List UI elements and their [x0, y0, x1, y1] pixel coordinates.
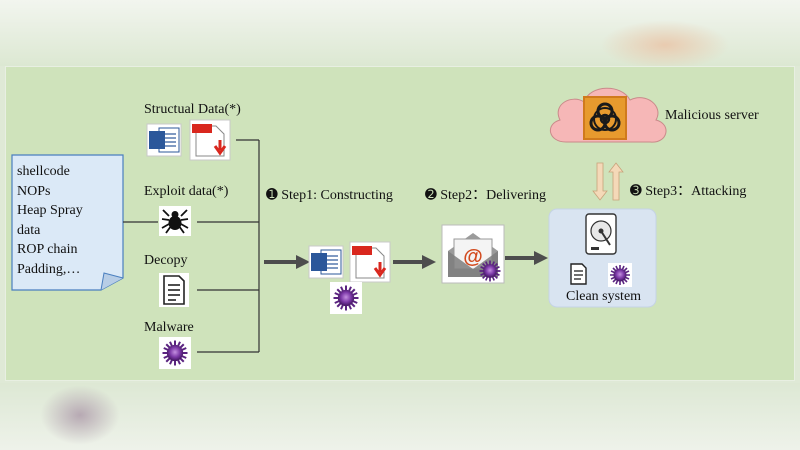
step2-text: Step2：Delivering [440, 188, 546, 203]
component-bracket [197, 139, 260, 353]
step2-number: ➋ [425, 187, 437, 203]
diagram-panel [5, 66, 795, 381]
constructed-word-icon [308, 245, 344, 279]
payload-line: ROP chain [17, 242, 78, 257]
background-blur-top-right [600, 20, 730, 70]
constructed-virus-icon [330, 282, 362, 314]
arrow-2 [393, 255, 436, 269]
decoy-label: Decopy [144, 253, 188, 268]
step1-text: Step1: Constructing [281, 188, 393, 203]
email-icon: @ [441, 224, 505, 284]
virus-icon [159, 337, 191, 369]
pdf-icon [188, 118, 232, 162]
biohazard-icon [583, 96, 627, 140]
payload-line: shellcode [17, 164, 70, 179]
payload-note-text: shellcode NOPs Heap Spray data ROP chain… [17, 162, 122, 279]
constructed-pdf-icon [348, 240, 392, 284]
hard-drive-icon [585, 213, 617, 255]
payload-note-fold [100, 272, 124, 291]
step3-label: ➌ Step3：Attacking [630, 183, 746, 200]
system-virus-icon [608, 263, 632, 287]
clean-system-label: Clean system [566, 289, 642, 304]
arrow-1 [264, 255, 310, 269]
document-icon [159, 273, 189, 307]
step2-label: ➋ Step2：Delivering [425, 187, 546, 204]
payload-line: Heap Spray [17, 203, 83, 218]
step3-number: ➌ [630, 183, 642, 199]
word-icon [146, 123, 182, 157]
svg-text:@: @ [463, 246, 483, 268]
structural-data-label: Structual Data(*) [144, 102, 241, 117]
step1-number: ➊ [266, 187, 278, 203]
spider-icon [159, 206, 191, 236]
step1-label: ➊ Step1: Constructing [266, 187, 393, 204]
step3-text: Step3：Attacking [645, 184, 747, 199]
malware-label: Malware [144, 320, 194, 335]
system-document-icon [570, 263, 587, 285]
background-bottom [0, 383, 800, 450]
server-link-arrows [592, 162, 624, 201]
payload-line: data [17, 222, 41, 238]
exploit-data-label: Exploit data(*) [144, 184, 229, 199]
arrow-3 [505, 251, 548, 265]
payload-line: Padding,… [17, 261, 81, 277]
payload-line: NOPs [17, 183, 51, 199]
background-blur-bottom-left [40, 385, 120, 445]
malicious-server-label: Malicious server [665, 108, 759, 123]
